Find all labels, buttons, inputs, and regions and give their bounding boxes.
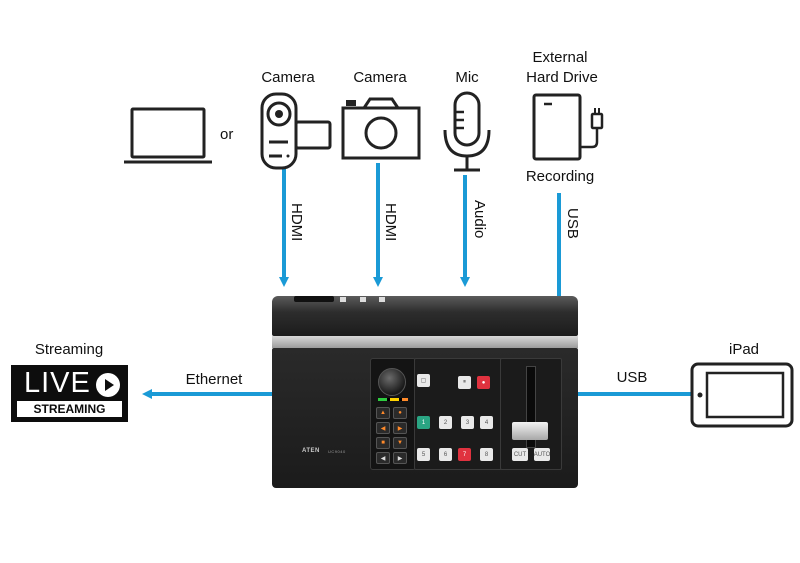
camera1-label: Camera [261, 69, 315, 86]
laptop-icon [124, 107, 212, 164]
model-text: UC9040 [328, 449, 346, 454]
streaming-text: STREAMING [33, 402, 106, 416]
ethernet-label: Ethernet [185, 371, 243, 388]
drive-label-line2: Hard Drive [526, 69, 598, 86]
control-button-8[interactable]: ▶ [393, 452, 407, 464]
scene-button-3[interactable]: 3 [461, 416, 474, 429]
led-indicators [378, 398, 408, 401]
top-port-2 [360, 297, 366, 302]
tbar-handle[interactable] [512, 422, 548, 440]
top-port-1 [340, 297, 346, 302]
ipad-icon [690, 362, 794, 428]
recording-label: Recording [525, 168, 595, 185]
control-button-6[interactable]: ▼ [393, 437, 407, 449]
top-port-3 [379, 297, 385, 302]
play-icon [96, 373, 120, 397]
record-button[interactable]: ● [477, 376, 490, 389]
scene-button-8[interactable]: 8 [480, 448, 493, 461]
preview-button[interactable]: ▢ [417, 374, 430, 387]
hdmi-label-2: HDMI [382, 203, 399, 242]
camcorder-icon [260, 92, 332, 170]
control-button-5[interactable]: ■ [376, 437, 390, 449]
audio-label: Audio [471, 200, 488, 239]
control-button-2[interactable]: ● [393, 407, 407, 419]
cut-button[interactable]: CUT [512, 448, 528, 461]
streaming-label: Streaming [34, 341, 104, 358]
camera-icon [341, 97, 421, 160]
device-silver-band [272, 336, 578, 348]
streaming-switcher-device: ▲ ● ◀ ▶ ■ ▼ ◀ ▶ ATEN UC9040 ▢ ⏸ ● 1 2 3 … [272, 296, 578, 488]
mic-label: Mic [455, 69, 479, 86]
scene-button-2[interactable]: 2 [439, 416, 452, 429]
scene-button-5[interactable]: 5 [417, 448, 430, 461]
brand-text: ATEN [302, 448, 320, 454]
control-button-3[interactable]: ◀ [376, 422, 390, 434]
control-button-1[interactable]: ▲ [376, 407, 390, 419]
scene-button-4[interactable]: 4 [480, 416, 493, 429]
scene-button-1[interactable]: 1 [417, 416, 430, 429]
device-lid [272, 296, 578, 336]
live-text: LIVE [24, 367, 91, 399]
pause-button[interactable]: ⏸ [458, 376, 471, 389]
hdmi-label-1: HDMI [288, 203, 305, 242]
tbar-track [526, 366, 536, 448]
usb-drive-label: USB [564, 208, 581, 239]
or-text: or [220, 126, 234, 143]
live-streaming-badge: LIVE STREAMING [11, 365, 128, 422]
drive-label-line1: External [532, 49, 588, 66]
usb-ipad-label: USB [616, 369, 648, 386]
auto-button[interactable]: AUTO [534, 448, 550, 461]
hard-drive-icon [532, 93, 604, 161]
scene-button-6[interactable]: 6 [439, 448, 452, 461]
control-button-4[interactable]: ▶ [393, 422, 407, 434]
ipad-label: iPad [728, 341, 760, 358]
control-knob[interactable] [378, 368, 406, 396]
streaming-bar [17, 401, 122, 417]
mic-icon [443, 91, 491, 172]
camera2-label: Camera [353, 69, 407, 86]
control-button-7[interactable]: ◀ [376, 452, 390, 464]
scene-button-7[interactable]: 7 [458, 448, 471, 461]
device-top-ports [294, 296, 334, 302]
